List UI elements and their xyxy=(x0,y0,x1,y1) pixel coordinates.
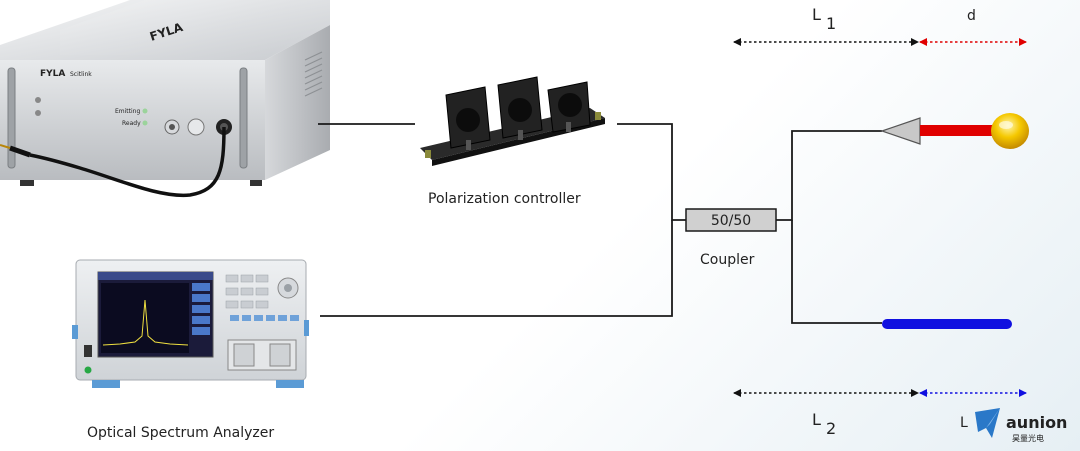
l1-subscript: 1 xyxy=(826,14,836,33)
l2-subscript: 2 xyxy=(826,419,836,438)
device-brand-logo: FYLA xyxy=(40,69,65,79)
coupler-label: Coupler xyxy=(700,252,755,268)
fiber-osa-to-coupler xyxy=(320,220,673,317)
device-brand-model: Scitlink xyxy=(70,71,92,78)
status-emitting-label: Emitting xyxy=(115,108,140,115)
small-l-label: L xyxy=(960,415,968,431)
fiber-coupler-to-sample-arm xyxy=(776,130,882,221)
sample-arm xyxy=(880,113,1029,149)
logo-name: aunion xyxy=(1006,413,1067,432)
fiber-pc-to-coupler xyxy=(617,123,686,221)
logo-mark-icon xyxy=(975,408,1000,438)
reference-mirror-bar xyxy=(882,319,1012,329)
coupler-box xyxy=(685,208,777,232)
polarization-controller-label: Polarization controller xyxy=(428,191,581,207)
l2-letter: L xyxy=(812,410,821,429)
osa-device xyxy=(72,259,309,388)
fiber-lines xyxy=(318,123,882,324)
fiber-coupler-to-reference-arm xyxy=(791,220,882,324)
red-beam xyxy=(920,125,1000,136)
laser-source-device: FYLA Scitlink Emitting Ready FYLA xyxy=(0,0,330,198)
sample-sphere xyxy=(991,113,1029,149)
osa-label: Optical Spectrum Analyzer xyxy=(87,425,274,441)
logo-subtitle: 昊量光电 xyxy=(1012,433,1044,443)
aunion-logo: aunion 昊量光电 xyxy=(975,408,1067,443)
d-label: d xyxy=(967,8,976,24)
l1-letter: L xyxy=(812,5,821,24)
status-ready-label: Ready xyxy=(122,120,141,127)
collimator-lens xyxy=(880,117,921,145)
coupler-ratio-label: 50/50 xyxy=(711,213,751,229)
polarization-controller-device xyxy=(420,76,605,166)
